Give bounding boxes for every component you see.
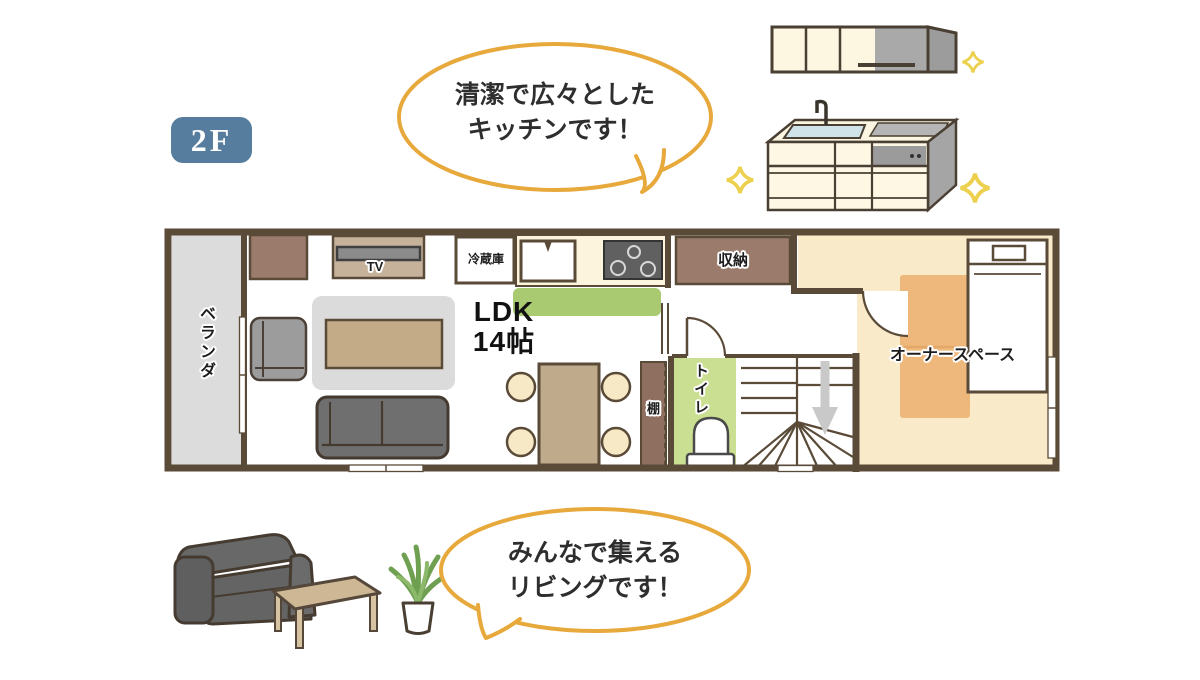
bed-pillow <box>991 244 1027 262</box>
bubble-tail-outline <box>476 603 522 640</box>
veranda-label: ベランダ <box>197 305 214 381</box>
owner-space-door <box>861 290 909 338</box>
toilet-label: トイレ <box>692 363 709 417</box>
windows <box>238 316 1057 473</box>
sofa-plan <box>315 395 450 460</box>
drawer-knob <box>917 154 921 158</box>
dining-set <box>505 362 632 467</box>
fridge-label: 冷蔵庫 <box>467 252 504 266</box>
coffee-table-illustration <box>271 575 382 649</box>
ldk-label-line2: 14帖 <box>472 326 536 357</box>
tv-screen <box>335 245 422 262</box>
kitchen-bubble-line1: 清潔で広々とした <box>454 81 655 109</box>
stove-plan <box>603 240 663 280</box>
living-bubble-text: みんなで集える リビングです！ <box>470 536 720 606</box>
bubble-tail <box>478 605 520 638</box>
cabinet-side-panel <box>926 25 958 74</box>
kitchen-bubble-line2: キッチンです！ <box>467 116 643 144</box>
sofa-illustration <box>173 533 317 626</box>
armchair <box>249 316 308 382</box>
plant-pot <box>401 601 435 635</box>
outer-wall <box>164 228 1060 472</box>
bubble-outline <box>439 507 751 633</box>
living-speech-bubble <box>439 507 751 640</box>
refrigerator <box>454 235 516 285</box>
coffee-table <box>324 318 444 370</box>
floor-badge: 2F <box>171 117 252 163</box>
kitchen-counter-plan <box>515 234 669 287</box>
living-bubble-line2: リビングです！ <box>507 574 683 602</box>
kitchen-cabinet-illustration <box>770 25 958 74</box>
dining-chair <box>600 371 632 403</box>
plant-illustration <box>388 544 450 635</box>
plant-leaves-light <box>396 561 429 605</box>
shelf-label-text: 棚 <box>645 401 661 416</box>
owner-space-label: オーナースペース <box>889 347 1016 364</box>
counter-gray-drawer <box>872 146 926 166</box>
toilet-door <box>685 316 727 357</box>
kitchen-counter-illustration <box>764 99 960 213</box>
dining-chair <box>505 371 537 403</box>
kitchen-speech-bubble <box>397 42 713 194</box>
sofa-left-arm <box>173 555 215 625</box>
ldk-label: LDK 14帖 <box>448 297 560 357</box>
bubble-tail-outline <box>634 148 666 194</box>
dining-chair <box>600 426 632 458</box>
sparkle-icon <box>726 166 754 194</box>
drawer-knob <box>910 154 914 158</box>
bottom-window-right <box>777 464 814 473</box>
sparkles <box>726 51 990 203</box>
shelf-label: 棚 <box>640 398 667 417</box>
tv-board <box>331 234 426 280</box>
floor-plan-drawing <box>164 228 1060 473</box>
kitchen-bubble-text: 清潔で広々とした キッチンです！ <box>430 78 680 148</box>
sparkle-icon <box>962 51 984 73</box>
living-illustration <box>173 533 450 649</box>
faucet <box>815 99 828 125</box>
sparkle-icon <box>960 173 990 203</box>
bed <box>966 238 1049 394</box>
cabinet-top-left <box>248 233 309 281</box>
island-counter-green <box>513 288 661 316</box>
storage-label: 収納 <box>717 252 748 269</box>
tv-label: TV <box>366 259 384 274</box>
bubble-tail <box>636 150 664 192</box>
down-arrow <box>812 361 838 435</box>
stairs <box>740 356 854 469</box>
counter-sink <box>782 124 867 139</box>
table-leg <box>369 590 378 632</box>
table-leg <box>274 594 282 632</box>
sink-faucet <box>544 241 552 252</box>
dining-table <box>537 362 601 467</box>
ldk-label-line1: LDK <box>473 296 535 327</box>
table-leg <box>295 607 304 649</box>
floor-badge-label: 2F <box>190 121 233 158</box>
storage-closet <box>674 235 792 286</box>
table-top <box>271 575 382 611</box>
bubble-outline <box>397 42 713 192</box>
veranda-floor <box>172 235 243 467</box>
living-bubble-line1: みんなで集える <box>507 539 683 567</box>
dining-chair <box>505 426 537 458</box>
